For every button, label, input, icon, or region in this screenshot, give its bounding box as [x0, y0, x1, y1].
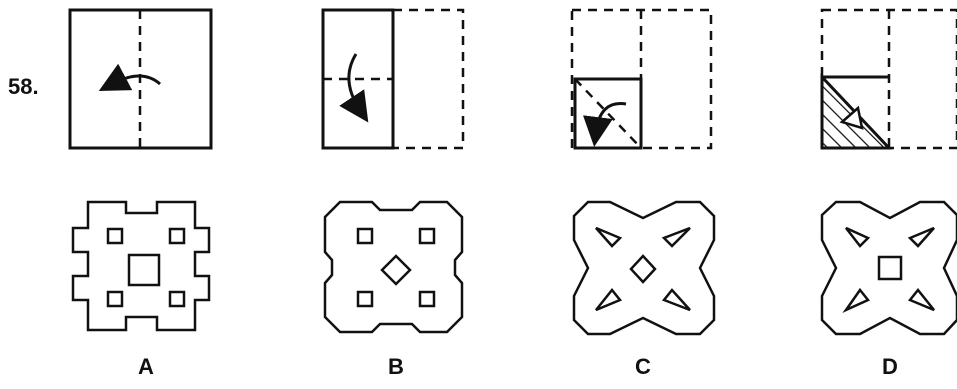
fold-arrow-icon	[582, 102, 627, 147]
option-d-figure[interactable]	[820, 200, 957, 336]
option-c-label[interactable]: C	[635, 354, 651, 379]
center-square	[127, 253, 161, 287]
option-a-outline	[71, 200, 211, 332]
option-b-figure[interactable]	[323, 200, 464, 334]
petal	[595, 287, 623, 312]
option-b-outline	[323, 200, 464, 334]
hole-square	[418, 290, 436, 308]
fold-arrow-icon	[98, 63, 161, 92]
option-c-figure[interactable]	[572, 200, 716, 336]
option-d-outline	[820, 200, 957, 336]
petal	[661, 226, 691, 248]
option-a-figure[interactable]	[71, 200, 211, 332]
fold-step-3	[570, 8, 713, 150]
center-diamond	[629, 254, 657, 284]
fold-step-4	[820, 8, 957, 150]
center-square	[877, 255, 903, 281]
option-b-label[interactable]: B	[388, 354, 404, 379]
hole-square	[168, 227, 186, 245]
petal	[907, 226, 935, 248]
option-c-outline	[572, 200, 716, 336]
hole-square	[356, 227, 374, 245]
diagonal-fold-line	[574, 78, 642, 149]
folded-quarter	[573, 77, 643, 150]
fold-arrow-icon	[339, 53, 369, 123]
fold-step-1	[68, 8, 213, 150]
triangular-cut	[839, 105, 864, 130]
center-diamond	[380, 254, 412, 286]
hole-square	[418, 227, 436, 245]
option-a-label[interactable]: A	[138, 354, 154, 379]
unfolded-half-outline	[391, 8, 465, 150]
petal	[842, 287, 870, 314]
question-number: 58.	[8, 74, 39, 99]
petal	[845, 226, 871, 248]
hole-square	[168, 290, 186, 308]
hole-square	[106, 227, 124, 245]
fold-step-2	[321, 8, 465, 150]
petal	[907, 287, 935, 312]
petal	[661, 288, 691, 312]
petal	[595, 226, 623, 248]
hole-square	[356, 290, 374, 308]
hole-square	[106, 290, 124, 308]
option-d-label[interactable]: D	[882, 354, 898, 379]
